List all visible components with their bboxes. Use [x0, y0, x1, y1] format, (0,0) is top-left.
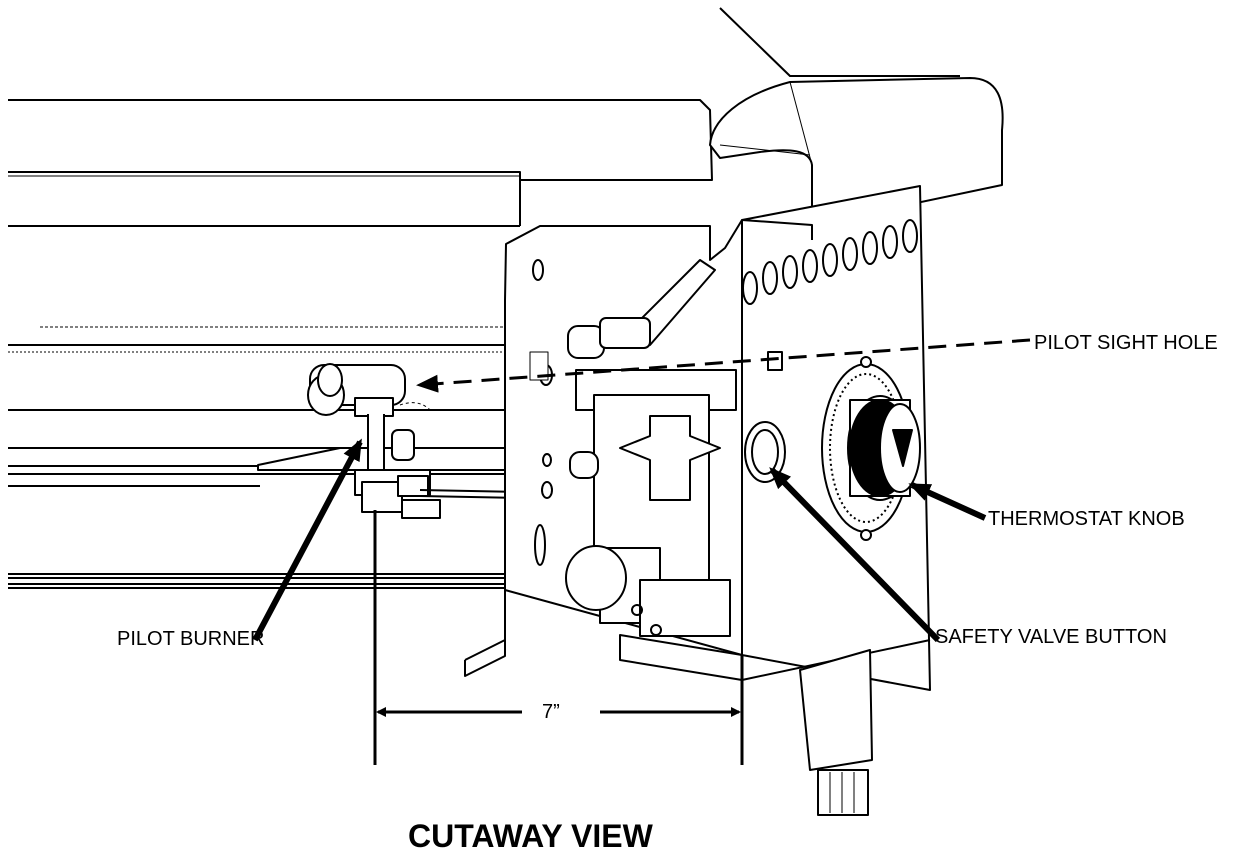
pilot-burner-arrow — [252, 438, 363, 642]
sight-hole-arrow — [416, 338, 1031, 393]
label-pilot-sight-hole: PILOT SIGHT HOLE — [1034, 332, 1218, 354]
griddle-plate — [8, 99, 713, 227]
dimension-line — [373, 510, 744, 765]
right-top-rail — [709, 77, 1004, 226]
pilot-sight-hole-opening — [767, 351, 783, 371]
vent-holes — [742, 219, 918, 305]
safety-valve-button-shape — [744, 421, 786, 483]
diagram-title: CUTAWAY VIEW — [408, 818, 653, 854]
leg — [799, 649, 873, 816]
thermostat-knob-arrow — [908, 482, 987, 521]
thermostat-dial — [821, 356, 921, 541]
label-thermostat-knob: THERMOSTAT KNOB — [988, 508, 1185, 530]
pilot-burner-assembly — [307, 363, 521, 519]
tray-lip-left — [464, 590, 506, 677]
label-pilot-burner: PILOT BURNER — [117, 628, 265, 650]
safety-valve-arrow — [769, 467, 941, 643]
tray-lip-edge — [464, 639, 506, 661]
label-safety-valve-button: SAFETY VALVE BUTTON — [935, 626, 1167, 648]
gas-valve — [529, 259, 737, 666]
label-dimension: 7” — [536, 702, 566, 722]
top-edge-line — [719, 7, 960, 77]
pilot-shelf — [257, 447, 521, 471]
